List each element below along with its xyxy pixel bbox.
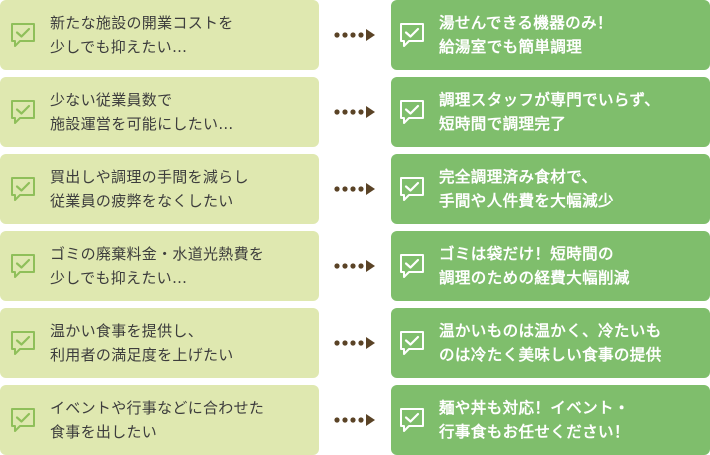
check-speech-bubble-icon xyxy=(11,331,35,355)
problem-text: イベントや行事などに合わせた 食事を出したい xyxy=(50,396,264,444)
problem-box: 少ない従業員数で 施設運営を可能にしたい… xyxy=(0,77,319,147)
solution-box: 調理スタッフが専門でいらず、 短時間で調理完了 xyxy=(391,77,710,147)
dotted-arrow-icon xyxy=(334,414,375,426)
dotted-arrow-icon xyxy=(334,29,375,41)
solution-box: 温かいものは温かく、冷たいも のは冷たく美味しい食事の提供 xyxy=(391,308,710,378)
row-1: 新たな施設の開業コストを 少しでも抑えたい… 湯せんできる機器のみ！ 給湯室でも… xyxy=(0,0,710,70)
solution-line: 調理のための経費大幅削減 xyxy=(439,269,630,287)
solution-line: 行事食もお任せください！ xyxy=(439,423,630,441)
problem-line: 施設運営を可能にしたい… xyxy=(50,115,234,133)
check-speech-bubble-icon xyxy=(11,23,35,47)
check-speech-bubble-icon xyxy=(400,331,424,355)
row-5: 温かい食事を提供し、 利用者の満足度を上げたい 温かいものは温かく、冷たいも の… xyxy=(0,308,710,378)
problem-box: 買出しや調理の手間を減らし 従業員の疲弊をなくしたい xyxy=(0,154,319,224)
check-speech-bubble-icon xyxy=(11,177,35,201)
solution-text: 温かいものは温かく、冷たいも のは冷たく美味しい食事の提供 xyxy=(439,319,662,367)
solution-text: ゴミは袋だけ！短時間の 調理のための経費大幅削減 xyxy=(439,242,630,290)
row-6: イベントや行事などに合わせた 食事を出したい 麺や丼も対応！イベント・ 行事食も… xyxy=(0,385,710,455)
problem-line: 食事を出したい xyxy=(50,423,158,441)
check-speech-bubble-icon xyxy=(400,23,424,47)
solution-line: 麺や丼も対応！イベント・ xyxy=(439,399,630,417)
solution-box: 完全調理済み食材で、 手間や人件費を大幅減少 xyxy=(391,154,710,224)
problem-text: 買出しや調理の手間を減らし 従業員の疲弊をなくしたい xyxy=(50,165,249,213)
row-3: 買出しや調理の手間を減らし 従業員の疲弊をなくしたい 完全調理済み食材で、 手間… xyxy=(0,154,710,224)
problem-box: イベントや行事などに合わせた 食事を出したい xyxy=(0,385,319,455)
problem-text: 温かい食事を提供し、 利用者の満足度を上げたい xyxy=(50,319,234,367)
check-speech-bubble-icon xyxy=(11,254,35,278)
problem-box: ゴミの廃棄料金・水道光熱費を 少しでも抑えたい… xyxy=(0,231,319,301)
problem-box: 温かい食事を提供し、 利用者の満足度を上げたい xyxy=(0,308,319,378)
solution-box: ゴミは袋だけ！短時間の 調理のための経費大幅削減 xyxy=(391,231,710,301)
dotted-arrow-icon xyxy=(334,260,375,272)
problem-text: ゴミの廃棄料金・水道光熱費を 少しでも抑えたい… xyxy=(50,242,264,290)
problem-line: 買出しや調理の手間を減らし xyxy=(50,168,249,186)
problem-line: 利用者の満足度を上げたい xyxy=(50,346,234,364)
problem-text: 新たな施設の開業コストを 少しでも抑えたい… xyxy=(50,11,234,59)
solution-text: 完全調理済み食材で、 手間や人件費を大幅減少 xyxy=(439,165,614,213)
dotted-arrow-icon xyxy=(334,337,375,349)
problem-box: 新たな施設の開業コストを 少しでも抑えたい… xyxy=(0,0,319,70)
check-speech-bubble-icon xyxy=(11,408,35,432)
problem-line: 少しでも抑えたい… xyxy=(50,269,188,287)
check-speech-bubble-icon xyxy=(400,177,424,201)
solution-line: 短時間で調理完了 xyxy=(439,115,567,133)
check-speech-bubble-icon xyxy=(400,408,424,432)
problem-line: 少ない従業員数で xyxy=(50,91,173,109)
row-2: 少ない従業員数で 施設運営を可能にしたい… 調理スタッフが専門でいらず、 短時間… xyxy=(0,77,710,147)
problem-line: 少しでも抑えたい… xyxy=(50,38,188,56)
solution-line: 手間や人件費を大幅減少 xyxy=(439,192,614,210)
dotted-arrow-icon xyxy=(334,183,375,195)
dotted-arrow-icon xyxy=(334,106,375,118)
check-speech-bubble-icon xyxy=(400,100,424,124)
check-speech-bubble-icon xyxy=(400,254,424,278)
solution-line: のは冷たく美味しい食事の提供 xyxy=(439,346,662,364)
solution-box: 湯せんできる機器のみ！ 給湯室でも簡単調理 xyxy=(391,0,710,70)
problem-text: 少ない従業員数で 施設運営を可能にしたい… xyxy=(50,88,234,136)
problem-line: ゴミの廃棄料金・水道光熱費を xyxy=(50,245,265,263)
problem-line: 温かい食事を提供し、 xyxy=(50,322,204,340)
solution-line: 温かいものは温かく、冷たいも xyxy=(439,322,662,340)
check-speech-bubble-icon xyxy=(11,100,35,124)
solution-line: 給湯室でも簡単調理 xyxy=(439,38,583,56)
solution-box: 麺や丼も対応！イベント・ 行事食もお任せください！ xyxy=(391,385,710,455)
solution-text: 調理スタッフが専門でいらず、 短時間で調理完了 xyxy=(439,88,660,136)
solution-text: 麺や丼も対応！イベント・ 行事食もお任せください！ xyxy=(439,396,630,444)
problem-line: 新たな施設の開業コストを xyxy=(50,14,234,32)
solution-line: 調理スタッフが専門でいらず、 xyxy=(439,91,661,109)
solution-text: 湯せんできる機器のみ！ 給湯室でも簡単調理 xyxy=(439,11,613,59)
problem-line: イベントや行事などに合わせた xyxy=(50,399,265,417)
solution-line: 湯せんできる機器のみ！ xyxy=(439,14,613,32)
row-4: ゴミの廃棄料金・水道光熱費を 少しでも抑えたい… ゴミは袋だけ！短時間の 調理の… xyxy=(0,231,710,301)
solution-line: ゴミは袋だけ！短時間の xyxy=(439,245,614,263)
solution-line: 完全調理済み食材で、 xyxy=(439,168,598,186)
problem-line: 従業員の疲弊をなくしたい xyxy=(50,192,234,210)
